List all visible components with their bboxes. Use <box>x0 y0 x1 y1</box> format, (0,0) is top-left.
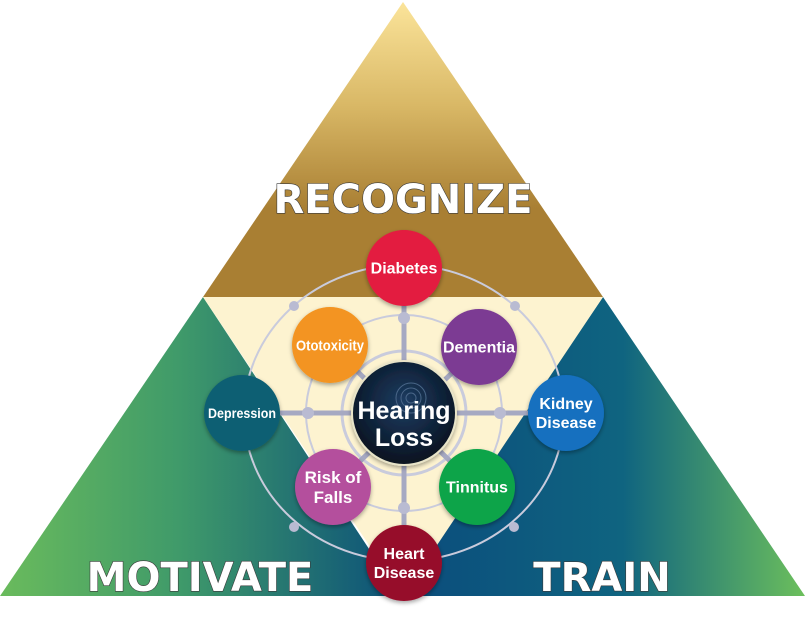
center-label-line2: Loss <box>375 424 433 452</box>
condition-circle <box>204 375 280 451</box>
condition-label: Diabetes <box>371 261 438 278</box>
network-nodes <box>289 301 520 532</box>
condition-dementia: Dementia <box>441 309 517 385</box>
condition-label: Tinnitus <box>446 480 508 497</box>
condition-label: Depression <box>208 405 276 421</box>
recognize-label: RECOGNIZE <box>273 177 532 223</box>
condition-label: Heart <box>384 546 426 563</box>
condition-label: Disease <box>536 415 597 432</box>
condition-tinnitus: Tinnitus <box>439 449 515 525</box>
condition-circle <box>366 230 442 306</box>
condition-label: Ototoxicity <box>296 337 365 354</box>
condition-label: Disease <box>374 565 435 582</box>
condition-circle <box>292 307 368 383</box>
condition-label: Risk of <box>305 468 362 487</box>
train-label: TRAIN <box>533 555 670 601</box>
train-section <box>400 297 805 596</box>
motivate-section <box>0 297 400 596</box>
center-label-line1: Hearing <box>357 397 450 425</box>
condition-circle <box>441 309 517 385</box>
hearing-loss-center: Hearing Loss <box>351 360 457 466</box>
condition-label: Falls <box>314 488 353 507</box>
condition-diabetes: Diabetes <box>366 230 442 306</box>
condition-circle <box>439 449 515 525</box>
condition-label: Dementia <box>443 340 515 357</box>
sound-waves-icon <box>395 382 427 414</box>
motivate-label: MOTIVATE <box>87 555 314 601</box>
condition-circle <box>366 525 442 601</box>
condition-circle <box>528 375 604 451</box>
condition-depression: Depression <box>204 375 280 451</box>
recognize-section <box>203 2 603 297</box>
condition-circle <box>295 449 371 525</box>
condition-ototoxicity: Ototoxicity <box>292 307 368 383</box>
condition-label: Kidney <box>539 396 592 413</box>
